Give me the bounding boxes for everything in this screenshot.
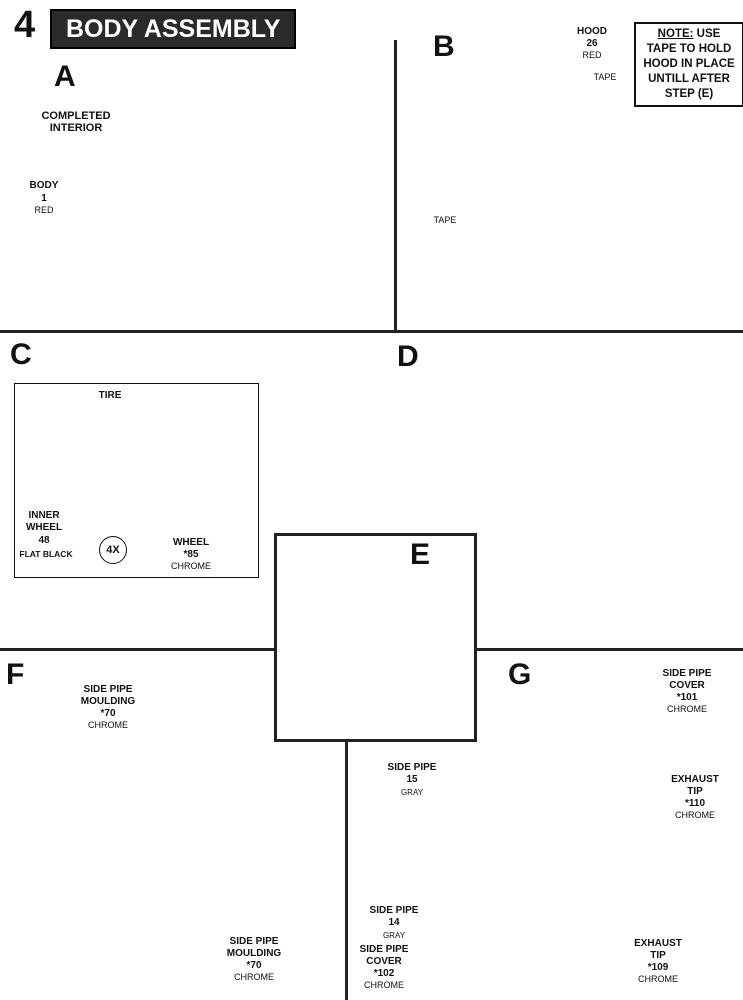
step-letter-b: B — [433, 30, 455, 63]
step-number: 4 — [14, 4, 36, 46]
divider-a-b — [394, 40, 397, 330]
label-hood-color: RED — [582, 50, 602, 60]
label-body-name: BODY — [29, 180, 59, 191]
step-letter-f: F — [6, 658, 25, 691]
label-side-pipe-15-number: 15 — [406, 774, 418, 785]
label-body-color: RED — [34, 205, 54, 215]
label-moulding-bottom-2: MOULDING — [226, 948, 282, 959]
label-side-pipe-14-name: SIDE PIPE — [369, 905, 419, 916]
note-text-1: USE — [696, 28, 721, 40]
label-cover-101-1: SIDE PIPE — [662, 668, 712, 679]
label-tape-left: TAPE — [433, 215, 457, 225]
step-letter-c: C — [10, 338, 32, 371]
divider-cd-fg-right — [474, 648, 743, 651]
label-moulding-bottom-1: SIDE PIPE — [229, 936, 279, 947]
note-box: NOTE: USE TAPE TO HOLD HOOD IN PLACE UNT… — [634, 22, 743, 107]
label-completed-interior: COMPLETED INTERIOR — [41, 110, 111, 134]
label-cover-102-color: CHROME — [364, 980, 404, 990]
label-side-pipe-14-color: GRAY — [382, 931, 406, 940]
step-letter-a: A — [54, 60, 76, 93]
note-text-5: STEP (E) — [664, 88, 714, 100]
step-letter-d: D — [397, 340, 419, 373]
label-cover-102-1: SIDE PIPE — [359, 944, 409, 955]
label-moulding-bottom-color: CHROME — [234, 972, 274, 982]
label-wheel-number: *85 — [183, 549, 199, 560]
label-exhaust-109-2: TIP — [650, 950, 666, 961]
divider-f-g — [345, 737, 348, 1000]
label-exhaust-109-color: CHROME — [638, 974, 678, 984]
label-cover-101-color: CHROME — [667, 704, 707, 714]
label-inner-wheel-number: 48 — [38, 535, 50, 546]
label-moulding-top-color: CHROME — [88, 720, 128, 730]
label-moulding-bottom-number: *70 — [246, 960, 262, 971]
label-wheel-color: CHROME — [171, 561, 211, 571]
label-side-pipe-15-color: GRAY — [400, 788, 424, 797]
note-text-2: TAPE TO HOLD — [646, 43, 732, 55]
label-exhaust-110-2: TIP — [687, 786, 703, 797]
wheel-detail-box — [14, 383, 259, 578]
label-tire: TIRE — [98, 390, 122, 401]
label-exhaust-110-color: CHROME — [675, 810, 715, 820]
label-inner-wheel-color: FLAT BLACK — [19, 549, 73, 559]
label-exhaust-110-1: EXHAUST — [671, 774, 719, 785]
label-exhaust-109-1: EXHAUST — [634, 938, 682, 949]
label-cover-101-2: COVER — [669, 680, 705, 691]
label-body-number: 1 — [41, 193, 47, 204]
step-letter-e: E — [410, 538, 431, 571]
qty-badge: 4X — [99, 536, 127, 564]
label-moulding-top-2: MOULDING — [80, 696, 136, 707]
label-inner-wheel-2: WHEEL — [25, 522, 63, 533]
label-moulding-top-number: *70 — [100, 708, 116, 719]
note-heading: NOTE: — [657, 28, 694, 40]
label-wheel-name: WHEEL — [172, 537, 210, 548]
step-letter-g: G — [508, 658, 532, 691]
label-exhaust-109-number: *109 — [647, 962, 669, 973]
label-side-pipe-14-number: 14 — [388, 917, 400, 928]
label-hood-number: 26 — [586, 38, 598, 49]
page-title: BODY ASSEMBLY — [50, 9, 297, 49]
note-text-3: HOOD IN PLACE — [643, 58, 735, 70]
label-exhaust-110-number: *110 — [684, 798, 706, 809]
label-side-pipe-15-name: SIDE PIPE — [387, 762, 437, 773]
divider-top-row — [0, 330, 743, 333]
label-cover-102-2: COVER — [366, 956, 402, 967]
label-cover-102-number: *102 — [373, 968, 395, 979]
note-text-4: UNTILL AFTER — [648, 73, 730, 85]
label-hood-name: HOOD — [577, 26, 607, 37]
label-moulding-top-1: SIDE PIPE — [83, 684, 133, 695]
divider-cd-fg-left — [0, 648, 276, 651]
label-inner-wheel-1: INNER — [28, 510, 60, 521]
label-tape-top: TAPE — [593, 72, 617, 82]
label-cover-101-number: *101 — [676, 692, 698, 703]
